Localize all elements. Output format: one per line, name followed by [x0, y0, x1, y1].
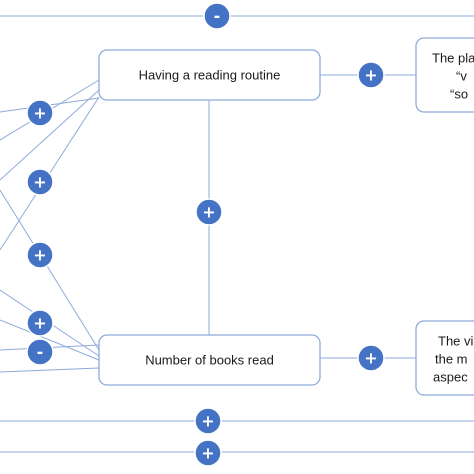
plus-sign: + [202, 203, 215, 222]
sign-bottom-bar-2[interactable]: + [194, 439, 222, 467]
plus-sign: + [201, 412, 214, 431]
plus-sign: + [33, 314, 46, 333]
sign-top-bar[interactable]: - [203, 2, 231, 30]
sign-bottom-bar-1[interactable]: + [194, 407, 222, 435]
outcome-line: “so [450, 87, 468, 102]
input-line [0, 189, 100, 351]
node-books-read[interactable]: Number of books read [98, 334, 321, 386]
outcome-box-top[interactable]: The pla “v “so [415, 37, 474, 113]
input-line [0, 319, 100, 361]
plus-sign: + [201, 444, 214, 463]
input-line [0, 89, 100, 181]
plus-sign: + [364, 349, 377, 368]
sign-left-5[interactable]: - [26, 338, 54, 366]
outcome-line: The pla [432, 51, 474, 66]
plus-sign: + [33, 104, 46, 123]
sign-vertical-link[interactable]: + [195, 198, 223, 226]
sign-left-3[interactable]: + [26, 241, 54, 269]
input-line [0, 367, 100, 373]
minus-sign: - [214, 7, 221, 26]
outcome-line: The vi [438, 334, 474, 349]
outcome-box-bottom[interactable]: The vi the m aspec [415, 320, 474, 396]
outcome-line: aspec [433, 370, 468, 385]
node-reading-routine[interactable]: Having a reading routine [98, 49, 321, 101]
outcome-line: the m [435, 352, 468, 367]
sign-routine-to-outcome[interactable]: + [357, 61, 385, 89]
sign-left-4[interactable]: + [26, 309, 54, 337]
node-label: Having a reading routine [139, 68, 281, 83]
plus-sign: + [364, 66, 377, 85]
minus-sign: - [37, 343, 44, 362]
outcome-line: “v [456, 69, 467, 84]
node-label: Number of books read [145, 353, 274, 368]
sign-left-2[interactable]: + [26, 168, 54, 196]
sign-books-to-outcome[interactable]: + [357, 344, 385, 372]
plus-sign: + [33, 173, 46, 192]
plus-sign: + [33, 246, 46, 265]
sign-left-1[interactable]: + [26, 99, 54, 127]
